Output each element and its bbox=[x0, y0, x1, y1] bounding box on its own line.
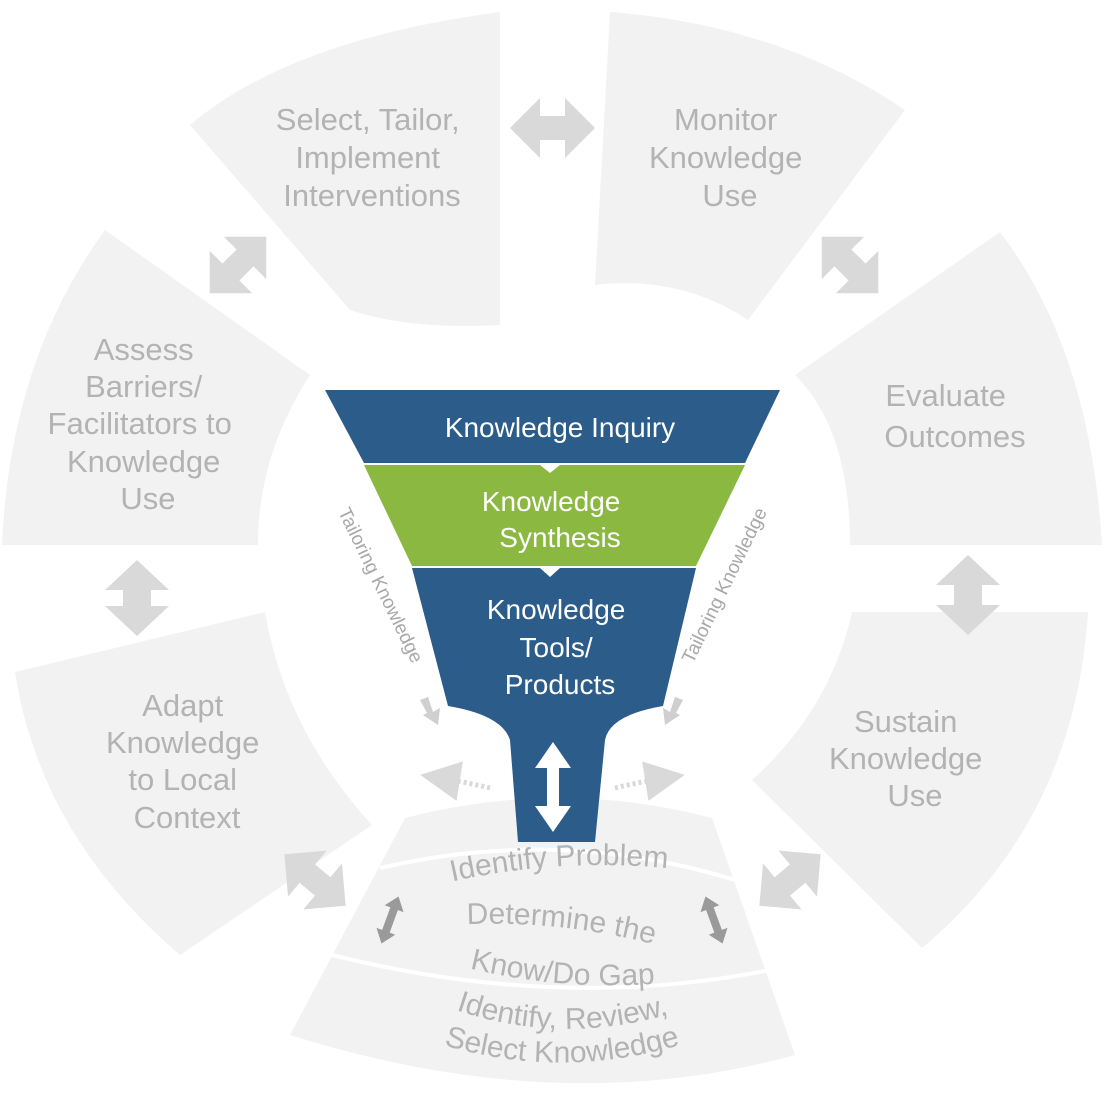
segment-problem bbox=[290, 798, 795, 1084]
segment-assess bbox=[2, 230, 310, 545]
segment-evaluate bbox=[795, 232, 1102, 545]
segment-select bbox=[190, 12, 500, 326]
funnel-tools-band bbox=[412, 568, 696, 706]
dotted-arrow-icon bbox=[614, 761, 685, 801]
double-arrow-icon bbox=[821, 236, 879, 294]
segment-sustain bbox=[752, 612, 1088, 948]
dotted-arrow-icon bbox=[420, 761, 491, 801]
segment-monitor bbox=[595, 12, 905, 320]
funnel-synthesis-band bbox=[364, 465, 745, 566]
knowledge-tools-label: Knowledge Tools/ Products bbox=[487, 594, 633, 700]
assess-barriers-label: Assess Barriers/ Facilitators to Knowled… bbox=[48, 332, 241, 516]
double-arrow-icon bbox=[209, 236, 267, 294]
tailoring-arrow-icon bbox=[663, 697, 683, 725]
double-arrow-icon bbox=[936, 555, 1000, 635]
funnel-inquiry-band bbox=[325, 390, 780, 463]
tailoring-arrow-icon bbox=[420, 697, 440, 725]
funnel-double-arrow-icon bbox=[535, 742, 571, 832]
segment-divider bbox=[379, 847, 736, 882]
knowledge-inquiry-label: Knowledge Inquiry bbox=[445, 412, 675, 443]
segment-adapt bbox=[15, 612, 372, 955]
select-interventions-label: Select, Tailor, Implement Interventions bbox=[276, 102, 468, 213]
adapt-knowledge-label: Adapt Knowledge to Local Context bbox=[106, 688, 268, 835]
double-arrow-icon bbox=[284, 850, 346, 910]
small-double-arrow-icon bbox=[376, 896, 404, 944]
double-arrow-icon bbox=[759, 850, 821, 910]
knowledge-synthesis-label: Knowledge Synthesis bbox=[482, 486, 628, 553]
sustain-knowledge-use-label: Sustain Knowledge Use bbox=[829, 704, 991, 813]
double-arrow-icon bbox=[510, 98, 595, 158]
small-double-arrow-icon bbox=[700, 896, 728, 944]
segment-divider bbox=[331, 953, 771, 990]
monitor-knowledge-use-label: Monitor Knowledge Use bbox=[649, 102, 811, 213]
double-arrow-icon bbox=[105, 560, 169, 636]
evaluate-outcomes-label: Evaluate Outcomes bbox=[884, 378, 1025, 454]
